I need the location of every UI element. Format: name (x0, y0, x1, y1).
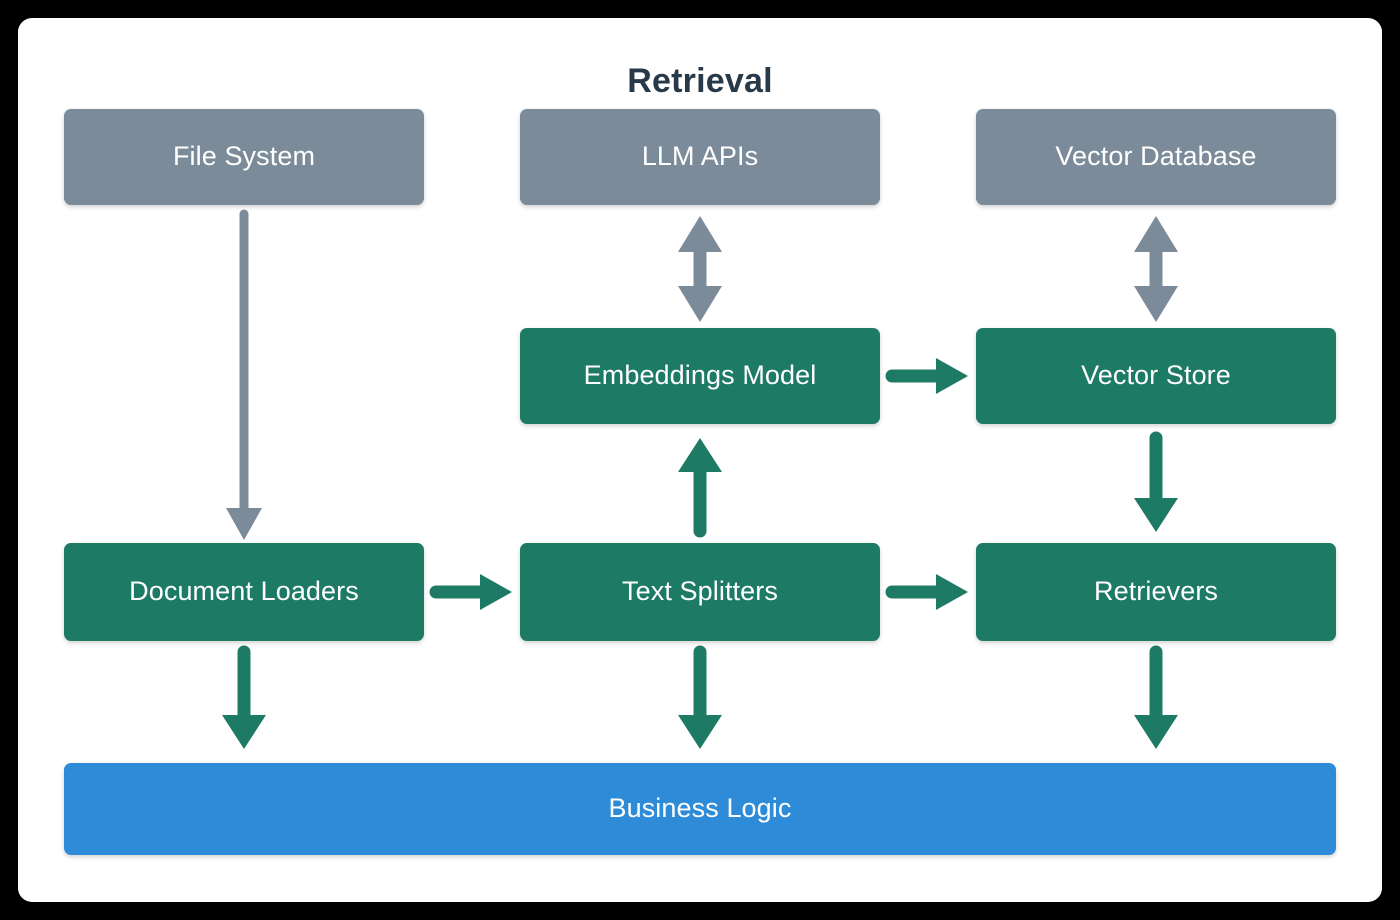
arrow-document-loaders-to-text-splitters (429, 574, 512, 610)
node-document-loaders[interactable]: Document Loaders (64, 543, 424, 641)
node-file-system[interactable]: File System (64, 109, 424, 205)
arrow-file-system-to-document-loaders (226, 209, 262, 540)
node-embeddings-model[interactable]: Embeddings Model (520, 328, 880, 424)
arrow-embeddings-model-to-vector-store (885, 358, 968, 394)
arrow-vector-store-to-retrievers (1134, 431, 1178, 532)
node-text-splitters[interactable]: Text Splitters (520, 543, 880, 641)
arrow-text-splitters-to-embeddings-model (678, 438, 722, 538)
arrow-text-splitters-to-business-logic (678, 645, 722, 749)
arrow-retrievers-to-business-logic (1134, 645, 1178, 749)
node-retrievers[interactable]: Retrievers (976, 543, 1336, 641)
page-title: Retrieval (627, 62, 773, 100)
diagram-canvas: Retrieval (18, 18, 1382, 902)
arrow-llm-apis-embeddings-model (678, 216, 722, 322)
node-llm-apis[interactable]: LLM APIs (520, 109, 880, 205)
arrow-text-splitters-to-retrievers (885, 574, 968, 610)
node-vector-store[interactable]: Vector Store (976, 328, 1336, 424)
arrow-vector-database-vector-store (1134, 216, 1178, 322)
arrow-document-loaders-to-business-logic (222, 645, 266, 749)
node-business-logic[interactable]: Business Logic (64, 763, 1336, 855)
node-vector-database[interactable]: Vector Database (976, 109, 1336, 205)
